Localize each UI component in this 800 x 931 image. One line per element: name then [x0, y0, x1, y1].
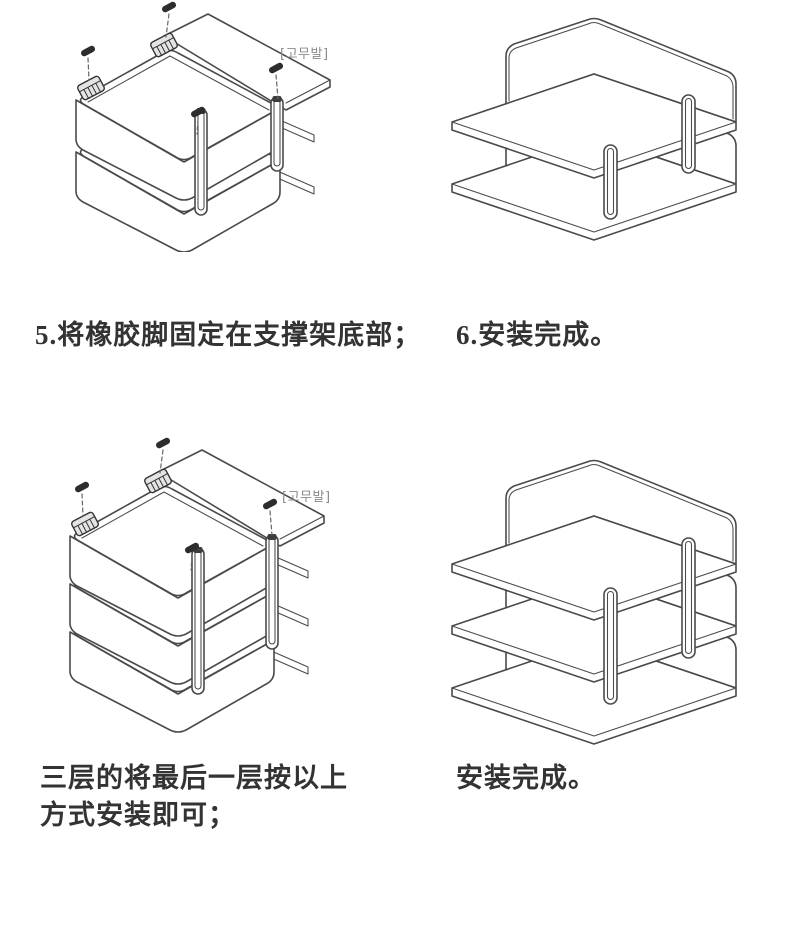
support-post-back [681, 94, 696, 174]
rubber-feet-part-label: [고무발] [282, 490, 331, 505]
rubber-feet-part-label: [고무발] [280, 47, 329, 62]
support-plate [163, 13, 331, 111]
support-post-back [681, 537, 696, 659]
support-post-front [191, 547, 205, 695]
caption-step7: 三层的将最后一层按以上 方式安装即可； [40, 763, 348, 830]
support-plate [157, 449, 325, 547]
support-post-front [603, 144, 618, 220]
rubber-foot-icon [150, 32, 178, 58]
rubber-foot-pill-icon [75, 437, 278, 554]
tray-tier-1 [451, 459, 737, 621]
figure-step7 [52, 436, 347, 741]
support-post-right [265, 534, 279, 650]
rubber-foot-pill-icon [81, 1, 284, 118]
tray-tier-1 [451, 17, 737, 179]
figure-step6 [440, 6, 760, 249]
caption-step5: 5.将橡胶脚固定在支撑架底部； [35, 320, 422, 350]
dashed-guide-line [81, 449, 273, 571]
rubber-foot-icon [144, 468, 172, 494]
figure-step8 [440, 448, 770, 753]
figure-step5 [58, 0, 353, 257]
support-post-right [270, 96, 284, 172]
support-post-front [194, 108, 208, 216]
two-tier-inverted-tray-illustration [75, 1, 331, 253]
caption-step8: 安装完成。 [456, 763, 596, 793]
dashed-guide-line [87, 13, 279, 135]
three-tier-inverted-tray-illustration [69, 437, 325, 733]
rubber-foot-icon [77, 75, 105, 101]
caption-step6: 6.安装完成。 [456, 320, 619, 350]
support-post-front [603, 587, 618, 705]
two-tier-assembled-tray-illustration [451, 17, 737, 241]
three-tier-assembled-tray-illustration [451, 459, 737, 745]
rubber-foot-icon [71, 511, 99, 537]
